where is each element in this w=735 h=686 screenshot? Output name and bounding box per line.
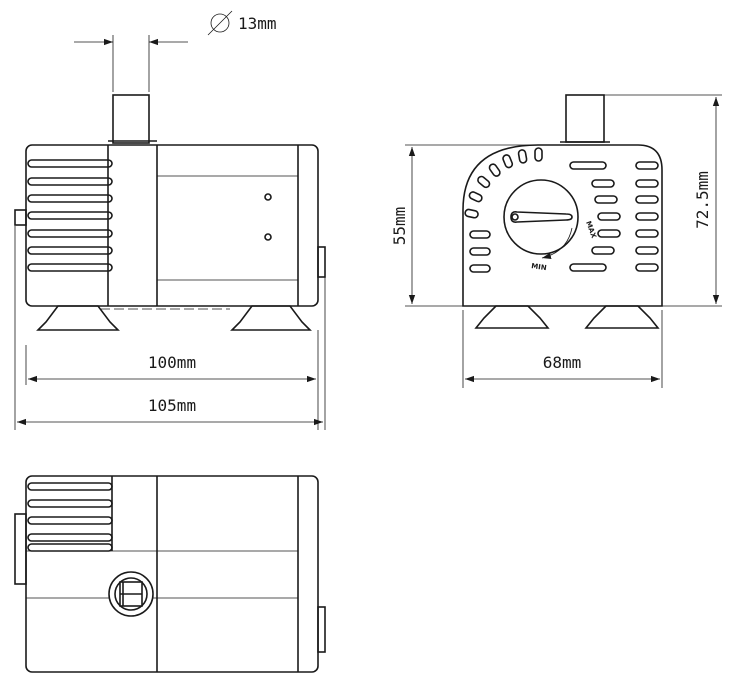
outlet-nozzle [565, 94, 605, 143]
pump-body-side [462, 144, 663, 307]
width-label: 68mm [543, 353, 582, 372]
diameter-label: 13mm [238, 14, 277, 33]
knob-min-label: MIN [531, 262, 548, 272]
side-view: MAX MIN [462, 94, 663, 329]
diameter-dimension: 13mm [74, 10, 277, 92]
suction-foot [584, 305, 660, 329]
suction-foot [474, 305, 550, 329]
height-total-label: 72.5mm [693, 171, 712, 229]
side-plug [14, 513, 27, 585]
length-dimension-100: 100mm [25, 330, 319, 430]
outlet-top-view [108, 571, 154, 617]
intake-grille-top [27, 482, 113, 552]
screw-hole [264, 193, 272, 201]
outlet-nozzle [112, 94, 150, 144]
length-inner-label: 100mm [148, 353, 196, 372]
knob-max-label: MAX [584, 220, 598, 240]
suction-foot [36, 305, 120, 331]
width-dimension: 68mm [462, 310, 663, 388]
screw-hole [264, 233, 272, 241]
curved-grille [464, 147, 543, 219]
pump-body-top [25, 475, 319, 673]
pump-body [25, 144, 319, 307]
diameter-symbol-icon [210, 13, 230, 33]
length-outer-label: 105mm [148, 396, 196, 415]
intake-grille [27, 159, 113, 272]
side-plug [14, 209, 27, 226]
suction-foot [230, 305, 312, 331]
flow-control-knob: MAX MIN [503, 179, 598, 272]
side-tab [317, 606, 326, 653]
top-view [14, 475, 326, 673]
front-view [14, 94, 326, 331]
side-tab [317, 246, 326, 278]
height-body-dimension: 55mm [390, 144, 538, 307]
height-body-label: 55mm [390, 207, 409, 246]
length-dimension-105: 105mm [14, 226, 326, 430]
height-total-dimension: 72.5mm [604, 94, 722, 307]
right-grille [569, 161, 659, 272]
